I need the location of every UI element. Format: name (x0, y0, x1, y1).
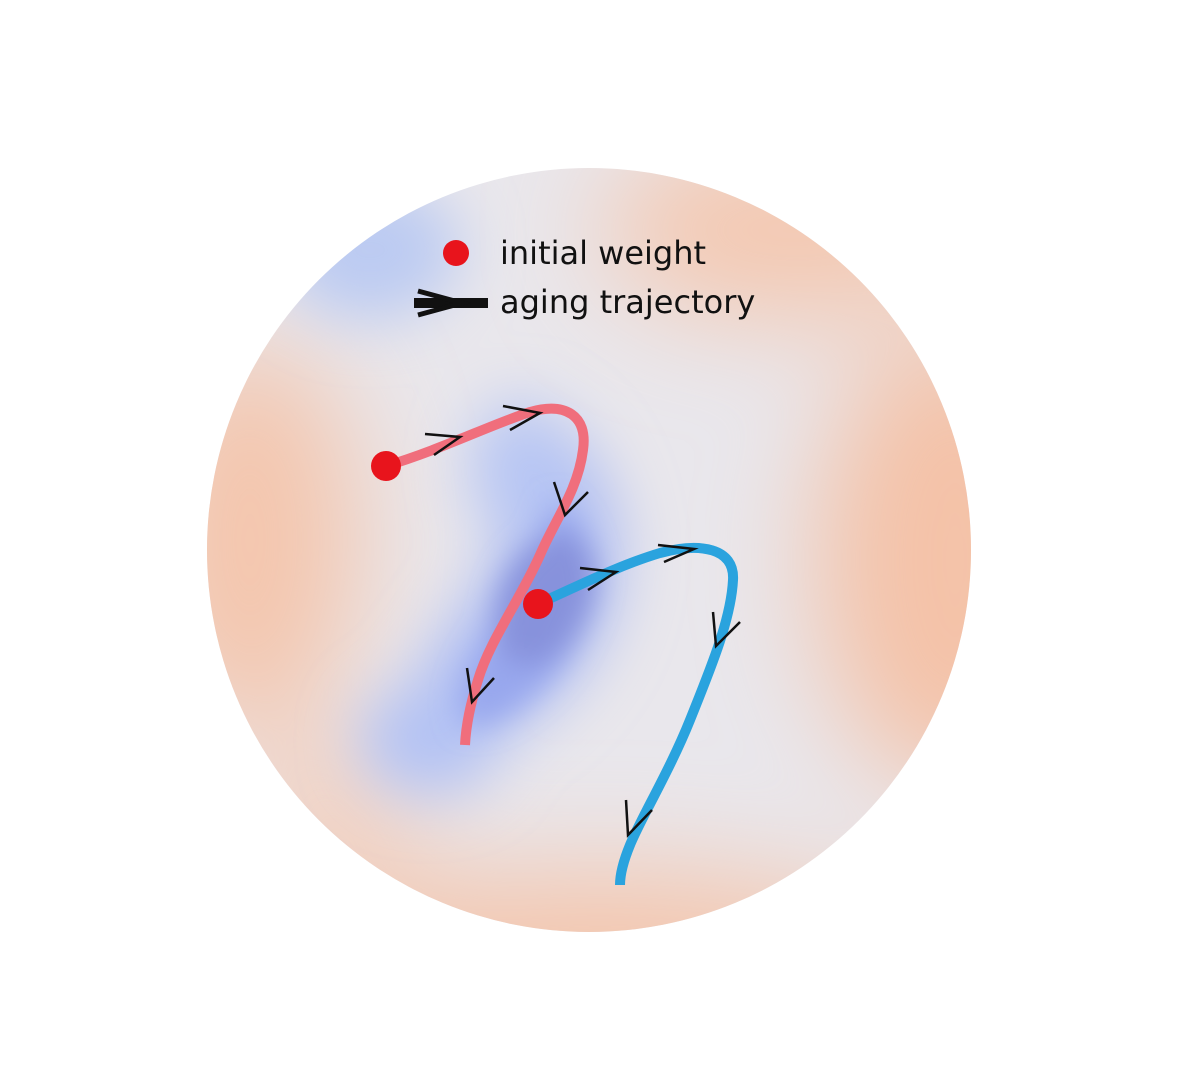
red-initial-weight-marker (371, 451, 401, 481)
legend-trajectory-arrow-icon (414, 288, 488, 318)
landscape-disk (207, 168, 971, 932)
blue-initial-weight-marker (523, 589, 553, 619)
blue-trajectory-path (537, 542, 739, 886)
blue-trajectory-arrowheads (579, 543, 741, 838)
legend-initial-weight-label: initial weight (500, 234, 706, 272)
red-trajectory-arrowheads (424, 404, 589, 705)
red-trajectory-path (384, 403, 589, 746)
legend-marker-dot (443, 240, 469, 266)
legend: initial weight aging trajectory (414, 234, 755, 321)
blue-trajectory (523, 542, 741, 886)
legend-trajectory-label: aging trajectory (500, 283, 755, 321)
red-trajectory (371, 403, 589, 746)
